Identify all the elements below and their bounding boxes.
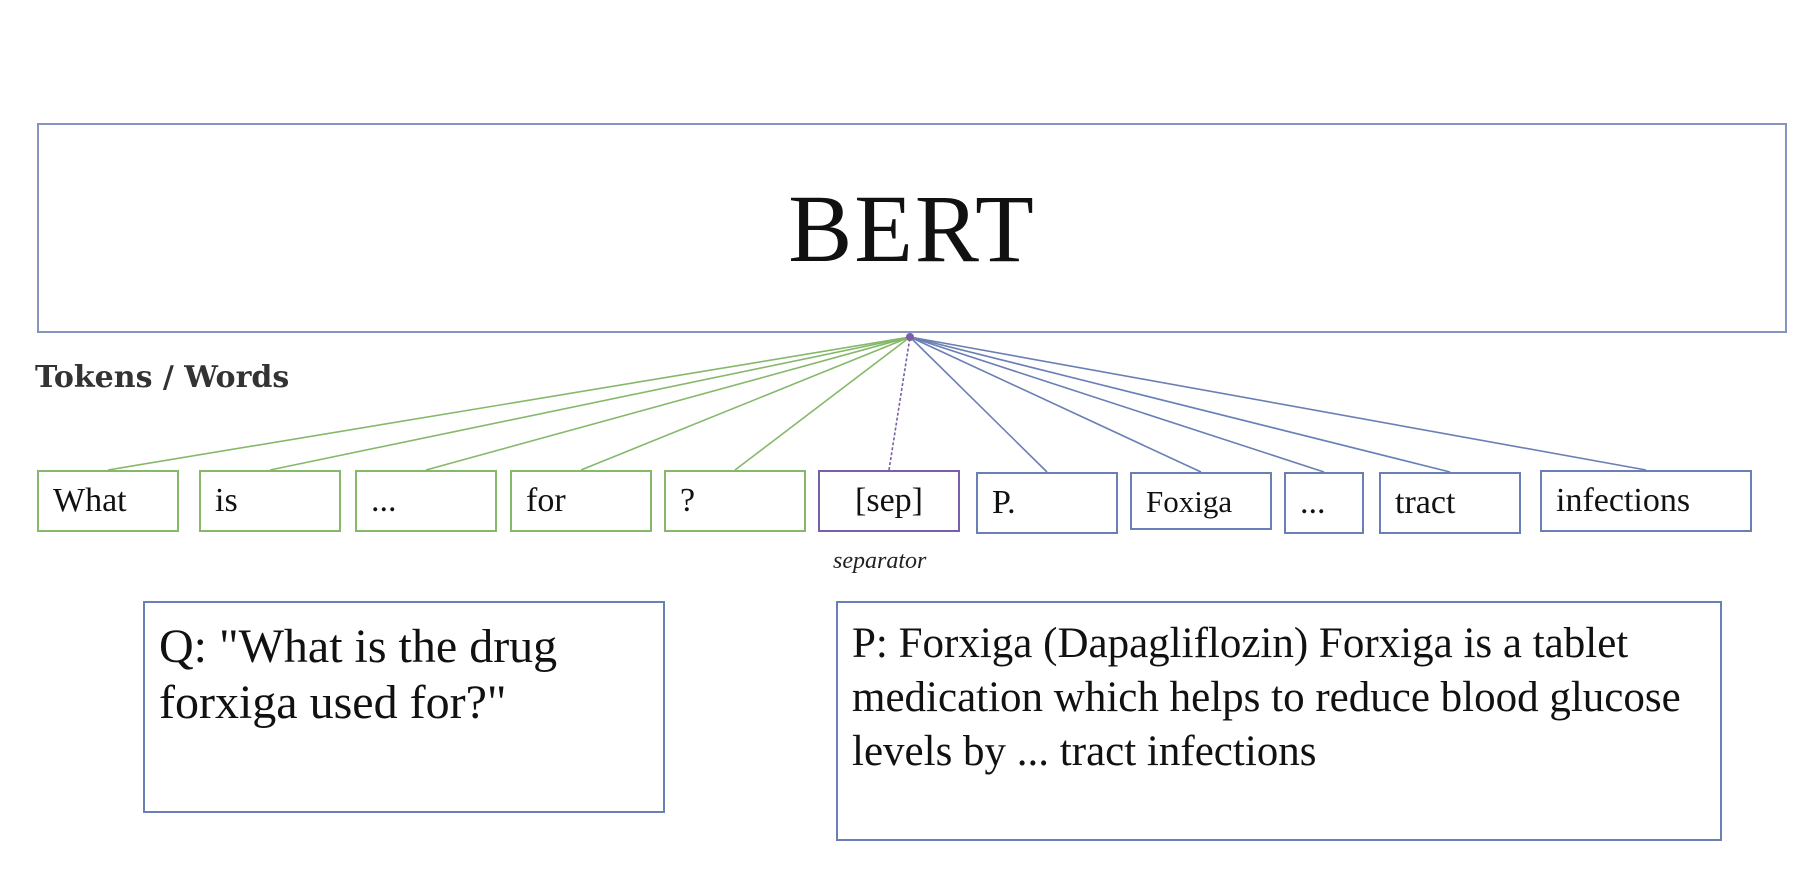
token-tract: tract bbox=[1379, 472, 1521, 534]
connector-line bbox=[909, 336, 1325, 473]
token-label: Foxiga bbox=[1146, 483, 1233, 519]
bert-title: BERT bbox=[788, 174, 1036, 282]
connector-line bbox=[909, 336, 1048, 473]
token-label: infections bbox=[1556, 482, 1691, 519]
convergence-point bbox=[906, 333, 914, 341]
token-question-mark: ? bbox=[664, 470, 806, 532]
token-infections: infections bbox=[1540, 470, 1752, 532]
connector-line bbox=[888, 336, 911, 471]
token-label: ? bbox=[680, 482, 696, 519]
connector-line bbox=[107, 336, 911, 471]
token-ellipsis-question: ... bbox=[355, 470, 497, 532]
token-label: for bbox=[526, 482, 566, 519]
connector-line bbox=[580, 336, 911, 471]
token-foxiga: Foxiga bbox=[1130, 472, 1272, 530]
connector-line bbox=[909, 336, 1202, 473]
connector-line bbox=[269, 336, 911, 471]
token-is: is bbox=[199, 470, 341, 532]
bert-model-box: BERT bbox=[37, 123, 1787, 333]
question-box: Q: "What is the drug forxiga used for?" bbox=[143, 601, 665, 813]
separator-caption: separator bbox=[833, 548, 927, 574]
token-label: ... bbox=[371, 482, 397, 519]
passage-text: P: Forxiga (Dapagliflozin) Forxiga is a … bbox=[852, 620, 1681, 775]
token-what: What bbox=[37, 470, 179, 532]
token-label: [sep] bbox=[855, 482, 923, 519]
token-ellipsis-passage: ... bbox=[1284, 472, 1364, 534]
token-label: What bbox=[53, 482, 127, 519]
passage-box: P: Forxiga (Dapagliflozin) Forxiga is a … bbox=[836, 601, 1722, 841]
token-label: P. bbox=[992, 484, 1016, 521]
token-label: tract bbox=[1395, 484, 1456, 521]
connector-line bbox=[425, 336, 911, 471]
connector-line bbox=[909, 336, 1451, 473]
token-label: is bbox=[215, 482, 238, 519]
token-for: for bbox=[510, 470, 652, 532]
token-label: ... bbox=[1300, 484, 1326, 521]
tokens-section-label: Tokens / Words bbox=[35, 360, 290, 395]
token-p: P. bbox=[976, 472, 1118, 534]
token-sep: [sep] bbox=[818, 470, 960, 532]
question-text: Q: "What is the drug forxiga used for?" bbox=[159, 620, 558, 729]
connector-line bbox=[909, 336, 1647, 471]
connector-line bbox=[734, 336, 911, 471]
